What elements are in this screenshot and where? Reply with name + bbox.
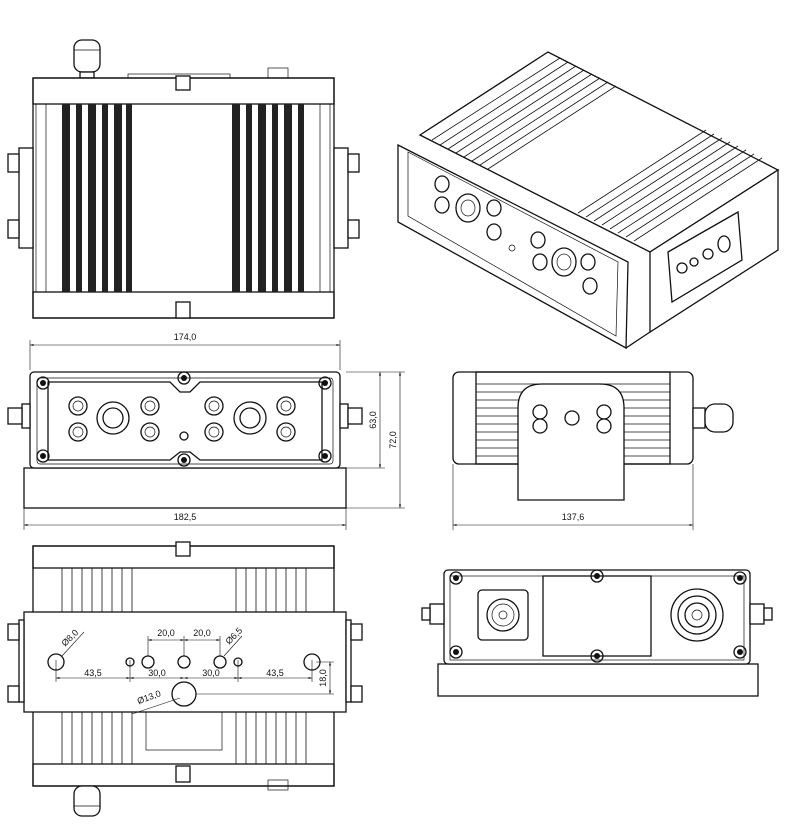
dim-label-63: 63,0 bbox=[368, 411, 378, 429]
dim-front-heights: 63,0 72,0 bbox=[346, 371, 405, 509]
antenna-top-view bbox=[73, 39, 101, 79]
front-screws bbox=[36, 371, 332, 467]
bottom-view: Ø8,0 20,0 20,0 Ø6,5 43,5 30,0 30,0 43,5 … bbox=[7, 541, 363, 817]
side-connectors-right bbox=[333, 147, 360, 249]
iso-front-holes bbox=[434, 175, 598, 295]
side-connectors-left bbox=[7, 147, 34, 249]
isometric-view bbox=[397, 51, 780, 350]
side-fins bbox=[476, 383, 670, 457]
dim-label-43b: 43,5 bbox=[266, 668, 284, 678]
dim-front-outer-width: 182,5 bbox=[23, 508, 347, 530]
dim-label-72: 72,0 bbox=[388, 431, 398, 449]
top-view bbox=[7, 39, 360, 319]
front-view: 174,0 bbox=[7, 332, 405, 530]
bottom-fins bbox=[61, 568, 307, 764]
dim-front-inner-width: 174,0 bbox=[29, 332, 341, 370]
heatsink-fins-left bbox=[35, 104, 132, 292]
dim-label-20b: 20,0 bbox=[193, 628, 211, 638]
iso-fins bbox=[431, 57, 763, 242]
dim-label-137: 137,6 bbox=[562, 512, 585, 522]
front-holes bbox=[68, 396, 296, 442]
dim-label-30b: 30,0 bbox=[202, 668, 220, 678]
dim-label-20a: 20,0 bbox=[157, 628, 175, 638]
iso-mount-bracket bbox=[667, 210, 743, 304]
dim-label-18: 18,0 bbox=[318, 669, 328, 687]
rear-view bbox=[421, 569, 773, 697]
dim-side-width: 137,6 bbox=[452, 464, 694, 530]
side-view: 137,6 bbox=[452, 371, 734, 530]
dim-label-174: 174,0 bbox=[174, 332, 197, 342]
dim-label-43a: 43,5 bbox=[84, 668, 102, 678]
dim-label-30a: 30,0 bbox=[148, 668, 166, 678]
dim-label-182: 182,5 bbox=[174, 512, 197, 522]
heatsink-fins-right bbox=[232, 104, 331, 292]
